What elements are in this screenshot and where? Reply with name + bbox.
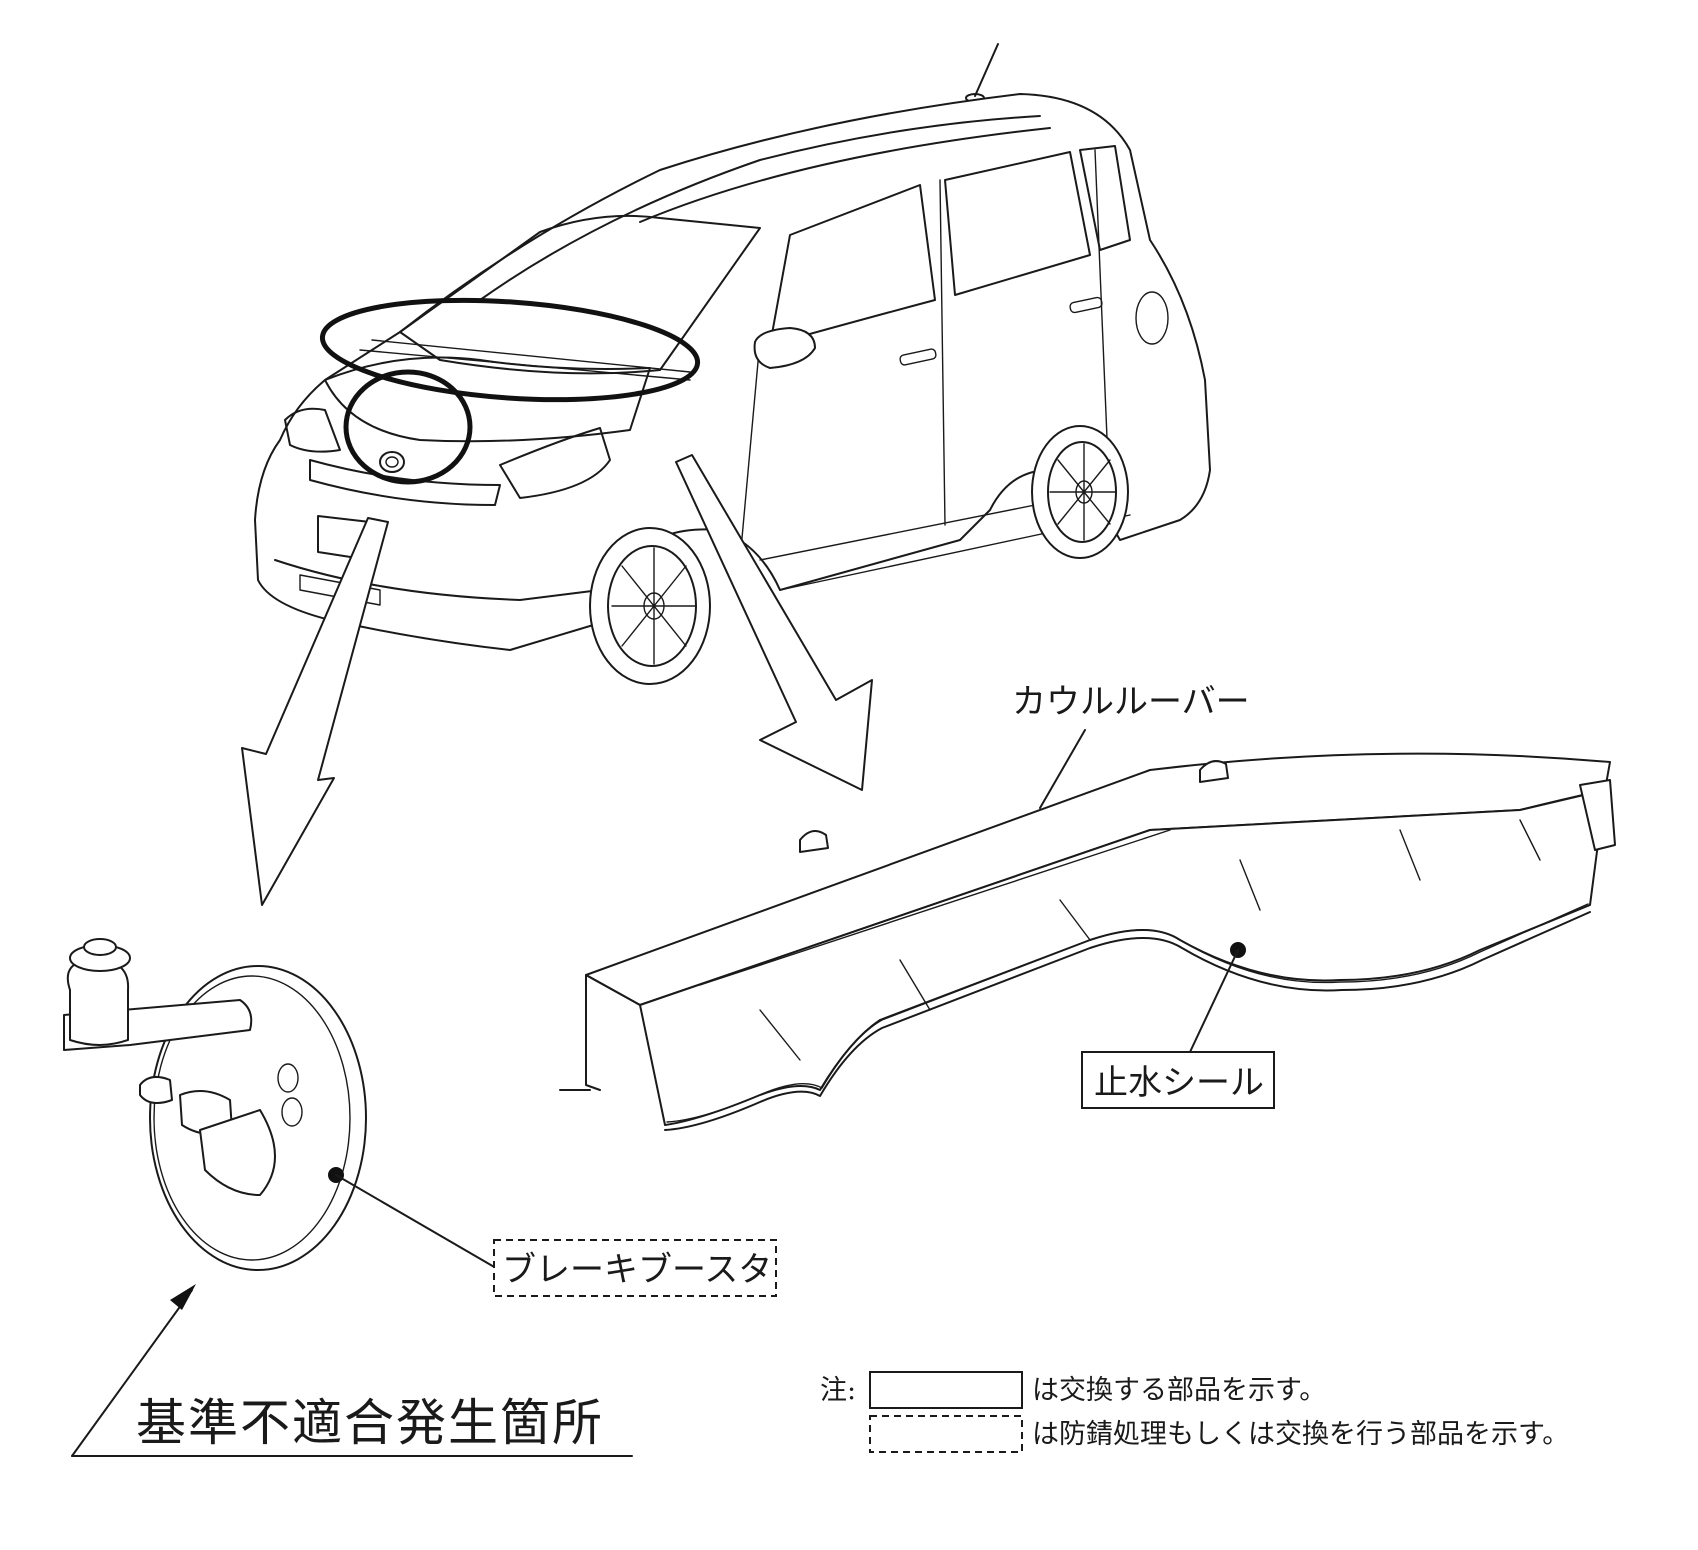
- emblem: [379, 451, 405, 473]
- defect-pointer-shaft: [71, 1289, 193, 1457]
- water-seal-label: 止水シール: [1094, 1063, 1264, 1103]
- roof-line: [479, 115, 1041, 301]
- legend-prefix: 注:: [820, 1375, 856, 1406]
- booster-stud-2: [281, 1097, 303, 1127]
- antenna: [974, 43, 999, 97]
- lower-bumper: [274, 559, 601, 601]
- arrow-to-cowl: [675, 454, 873, 791]
- rear-door-handle: [1069, 296, 1103, 314]
- side-mirror: [753, 327, 816, 369]
- cowl-slat-2: [371, 339, 691, 373]
- roof-rail: [639, 127, 1051, 223]
- front-door-handle: [899, 348, 937, 366]
- water-seal-line-outer: [664, 911, 1591, 1131]
- rear-door-window: [944, 151, 1091, 296]
- legend: 注: は交換する部品を示す。 は防錆処理もしくは交換を行う部品を示す。: [820, 1371, 1569, 1453]
- cowl-louver-label: カウルルーバー: [1012, 682, 1250, 722]
- water-seal-line-inner: [666, 903, 1589, 1123]
- water-seal-leader: [1189, 949, 1239, 1053]
- defect-location-label: 基準不適合発生箇所: [136, 1394, 604, 1452]
- defect-pointer-head: [170, 1284, 196, 1310]
- booster-disc-rim: [153, 975, 351, 1261]
- quarter-window: [1079, 145, 1131, 251]
- vehicle-illustration: [254, 43, 1211, 685]
- fuel-cap: [1135, 291, 1169, 345]
- brake-booster-label: ブレーキブースタ: [502, 1250, 772, 1290]
- reservoir-cap-top: [83, 938, 117, 956]
- booster-mount-plate: [199, 1109, 276, 1196]
- legend-solid-box: [869, 1371, 1023, 1409]
- brake-booster-illustration: [63, 938, 497, 1271]
- cowl-highlight-ellipse: [319, 297, 701, 403]
- brake-booster-label-box: [493, 1239, 777, 1297]
- emblem-inner: [385, 456, 399, 468]
- cowl-right-bracket: [1579, 779, 1616, 851]
- booster-highlight-ellipse: [343, 369, 473, 485]
- arrow-to-booster: [241, 517, 389, 906]
- brake-fitting-1: [139, 1075, 173, 1105]
- legend-solid-text: は交換する部品を示す。: [1032, 1375, 1326, 1406]
- legend-dashed-box: [869, 1415, 1023, 1453]
- cowl-left-end: [585, 974, 601, 1091]
- headlight-left: [284, 407, 341, 453]
- front-wheel-spokes: [611, 547, 697, 665]
- b-pillar-line: [939, 179, 946, 526]
- cowl-ribs: [699, 819, 1541, 1061]
- brake-booster-leader: [335, 1174, 497, 1269]
- cowl-clip-2: [1199, 760, 1229, 783]
- cowl-louver-illustration: [559, 729, 1616, 1131]
- booster-stud-1: [277, 1063, 299, 1093]
- cowl-clip-1: [799, 830, 829, 853]
- cowl-louver-leader: [1039, 729, 1086, 809]
- water-seal-label-box: [1081, 1051, 1275, 1109]
- reservoir-tank: [66, 959, 130, 1046]
- rear-wheel-spokes: [1049, 443, 1117, 541]
- defect-pointer: [71, 1284, 633, 1457]
- legend-dashed-text: は防錆処理もしくは交換を行う部品を示す。: [1032, 1419, 1569, 1450]
- headlight-right: [499, 427, 611, 499]
- a-pillar-line: [739, 339, 761, 561]
- cowl-slat-1: [359, 349, 691, 381]
- windshield: [399, 214, 761, 375]
